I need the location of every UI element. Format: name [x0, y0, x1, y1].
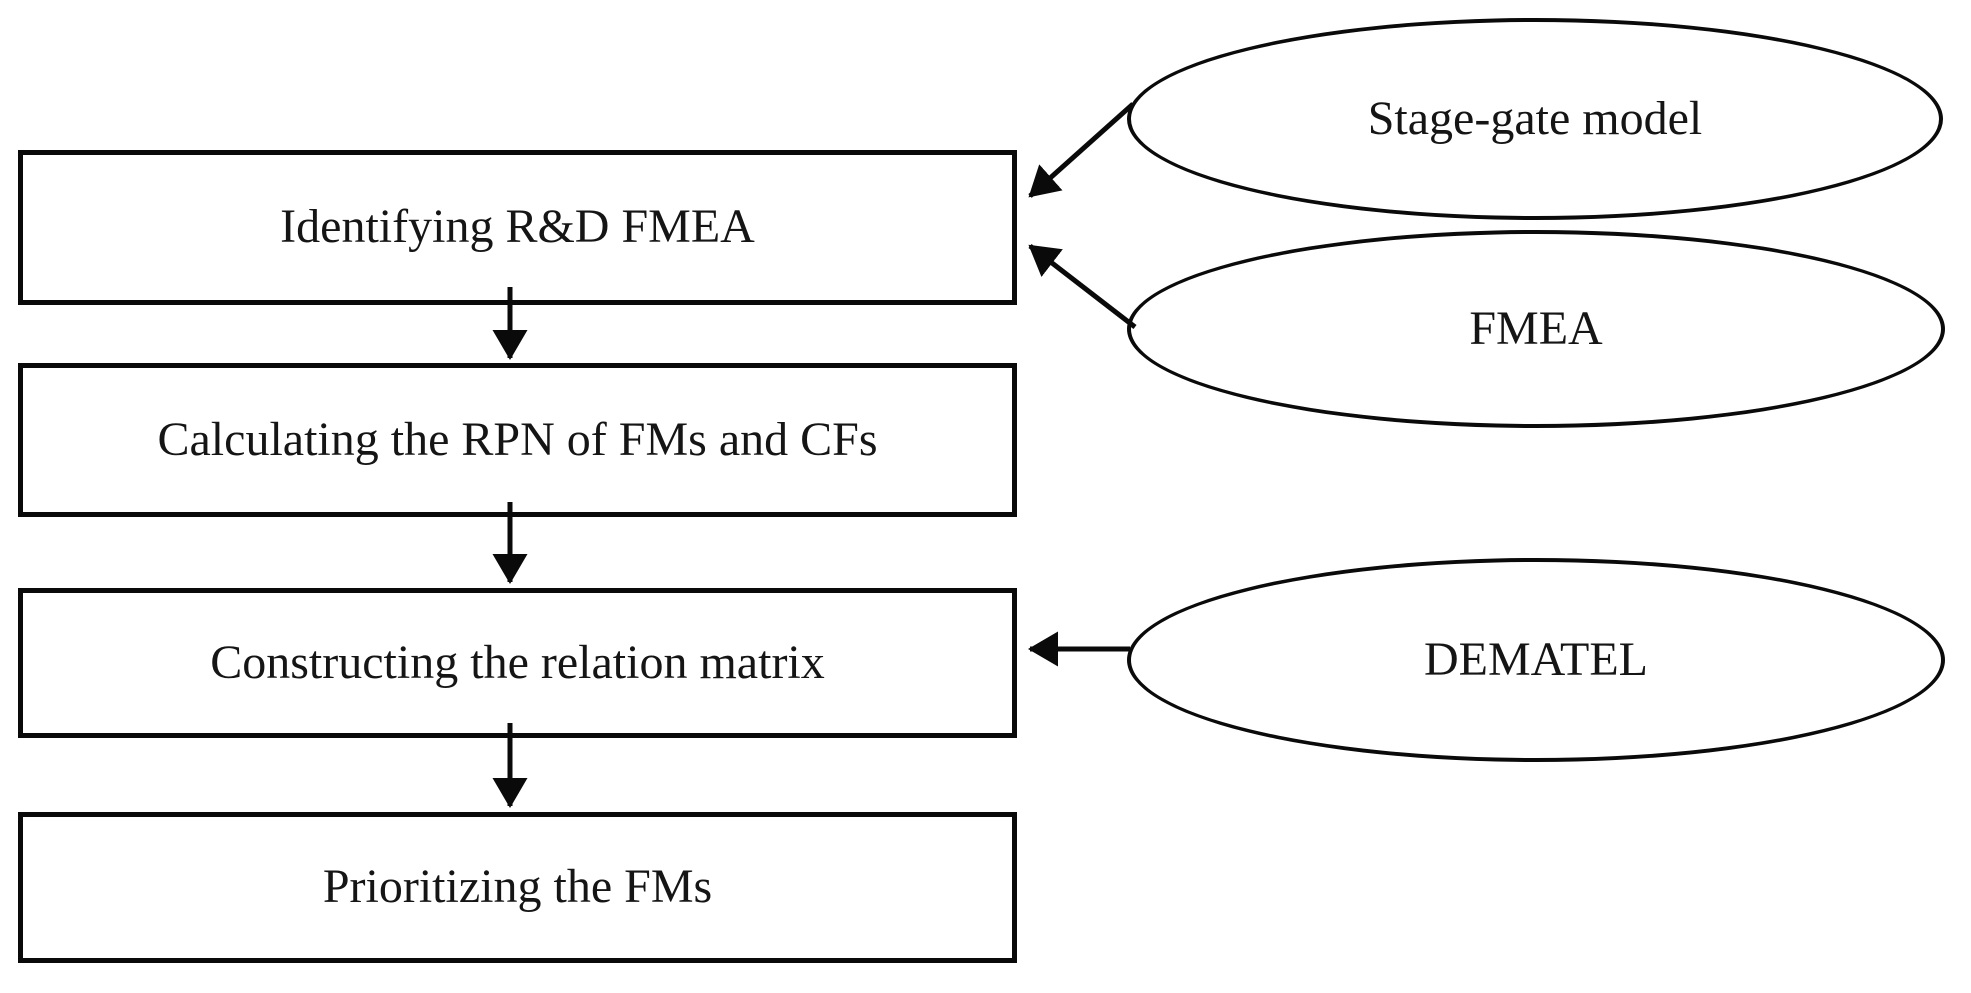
flow-box-calculating-rpn: Calculating the RPN of FMs and CFs — [18, 363, 1017, 517]
ellipse-label: FMEA — [1469, 301, 1603, 355]
ellipse-label: Stage-gate model — [1367, 91, 1703, 145]
ellipse-fmea: FMEA — [1127, 230, 1945, 428]
flow-box-label: Prioritizing the FMs — [322, 860, 713, 914]
flow-box-constructing-relation-matrix: Constructing the relation matrix — [18, 588, 1017, 738]
flow-box-label: Constructing the relation matrix — [210, 635, 825, 689]
ellipse-dematel: DEMATEL — [1127, 558, 1945, 762]
flow-box-label: Calculating the RPN of FMs and CFs — [157, 412, 878, 466]
flow-box-label: Identifying R&D FMEA — [280, 200, 755, 254]
ellipse-label: DEMATEL — [1424, 632, 1648, 686]
arrow-fmea-to-identify — [1028, 244, 1137, 329]
ellipse-stage-gate-model: Stage-gate model — [1127, 18, 1943, 220]
flow-box-identifying-rd-fmea: Identifying R&D FMEA — [18, 150, 1017, 305]
flow-box-prioritizing-fms: Prioritizing the FMs — [18, 812, 1017, 963]
arrow-stage-gate-to-identify — [1028, 102, 1135, 198]
